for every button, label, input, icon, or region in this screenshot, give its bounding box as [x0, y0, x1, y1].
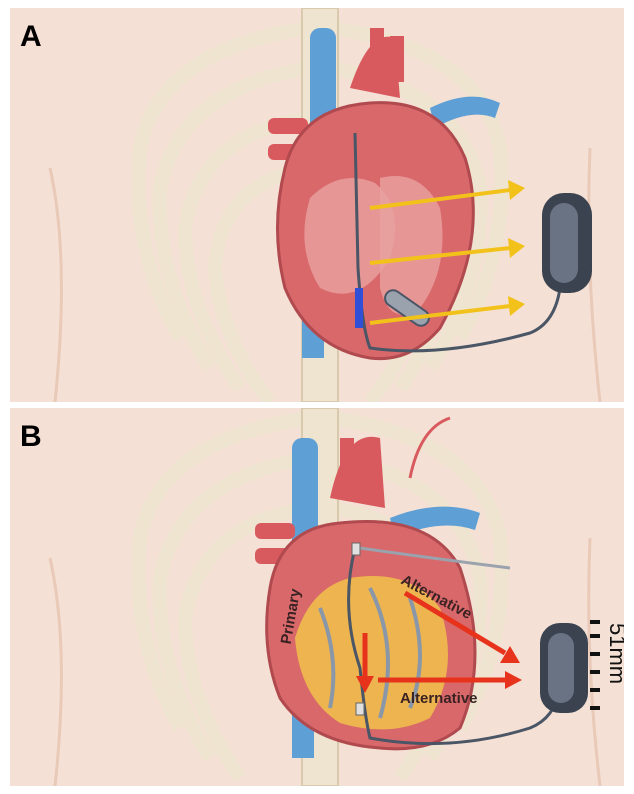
panel-a-illustration: [10, 8, 624, 402]
panel-a: A: [10, 8, 624, 402]
label-alternative-lower: Alternative: [400, 690, 478, 707]
panel-b: Primary Alternative Alternative 51mm B: [10, 408, 624, 786]
heart: [267, 521, 475, 748]
panel-letter-b: B: [20, 420, 42, 454]
pacemaker-device: [540, 623, 588, 713]
lead-electrode-lower: [356, 703, 364, 715]
pacemaker-device: [542, 193, 592, 293]
label-51mm: 51mm: [605, 623, 624, 684]
panel-b-illustration: Primary Alternative Alternative 51mm: [10, 408, 624, 786]
panel-letter-a: A: [20, 20, 42, 54]
lead-electrode-upper: [352, 543, 360, 555]
lead-electrode: [355, 288, 363, 328]
heart: [278, 103, 474, 359]
